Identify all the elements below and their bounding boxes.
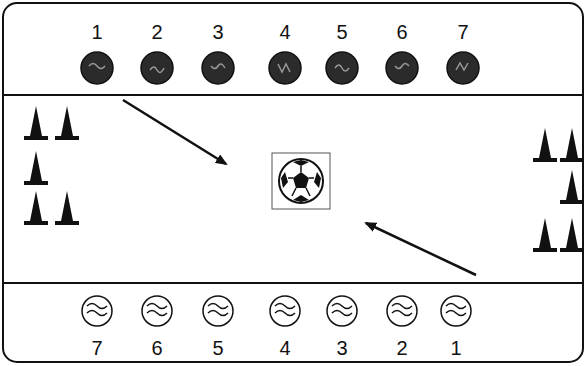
player-number: 5 xyxy=(212,338,223,358)
wave-team xyxy=(82,296,471,326)
player-number: 1 xyxy=(91,22,102,42)
player-number: 1 xyxy=(450,338,461,358)
cones xyxy=(24,106,584,252)
player-number: 3 xyxy=(212,22,223,42)
run-arrow xyxy=(123,100,226,164)
player-number: 3 xyxy=(336,338,347,358)
player-number: 7 xyxy=(457,22,468,42)
player-number: 4 xyxy=(279,22,290,42)
player-number: 6 xyxy=(151,338,162,358)
player-number: 2 xyxy=(396,338,407,358)
player-number: 4 xyxy=(279,338,290,358)
run-arrow xyxy=(366,223,476,275)
player-number: 2 xyxy=(151,22,162,42)
player-number: 7 xyxy=(91,338,102,358)
sideline xyxy=(3,94,583,96)
ball xyxy=(272,153,330,209)
player-number: 6 xyxy=(396,22,407,42)
field-border xyxy=(3,3,583,362)
dark-team xyxy=(81,52,479,84)
player-number: 5 xyxy=(336,22,347,42)
sideline xyxy=(3,282,583,284)
